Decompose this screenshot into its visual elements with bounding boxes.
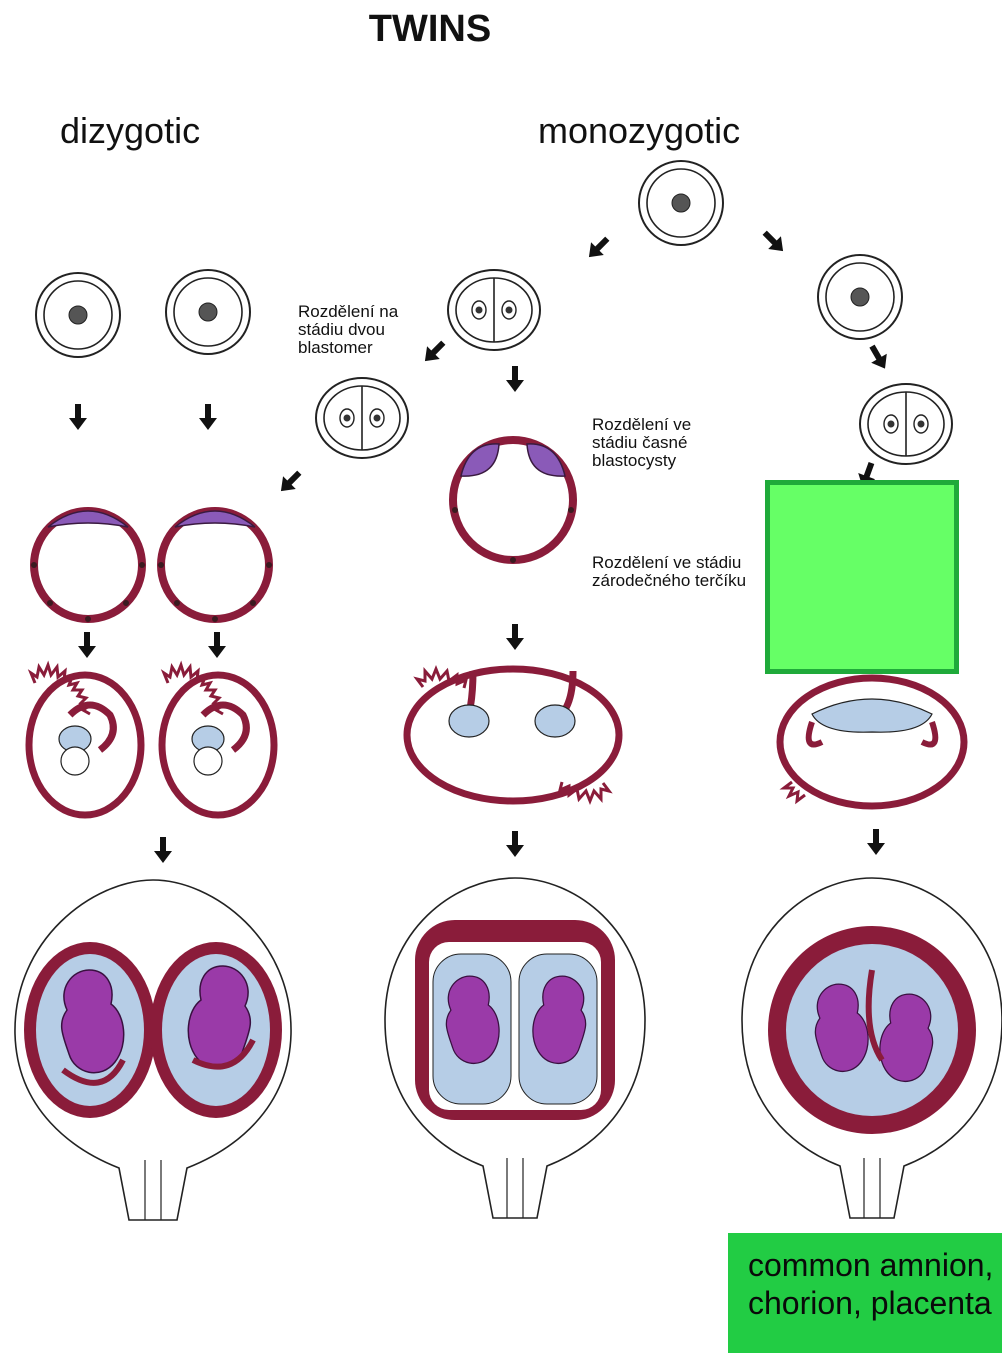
heading-dizygotic: dizygotic — [60, 110, 200, 152]
diagram-title: TWINS — [0, 8, 860, 51]
note-text: common amnion, chorion, placenta — [748, 1246, 1002, 1322]
note-box: common amnion, chorion, placenta — [728, 1233, 1002, 1353]
caption-germ-disc: Rozdělení ve stádiu zárodečného terčíku — [592, 554, 746, 590]
highlight-box — [765, 480, 959, 674]
heading-monozygotic: monozygotic — [538, 110, 740, 152]
caption-early-blastocyst: Rozdělení ve stádiu časné blastocysty — [592, 416, 691, 470]
caption-two-blastomere: Rozdělení na stádiu dvou blastomer — [298, 303, 398, 357]
